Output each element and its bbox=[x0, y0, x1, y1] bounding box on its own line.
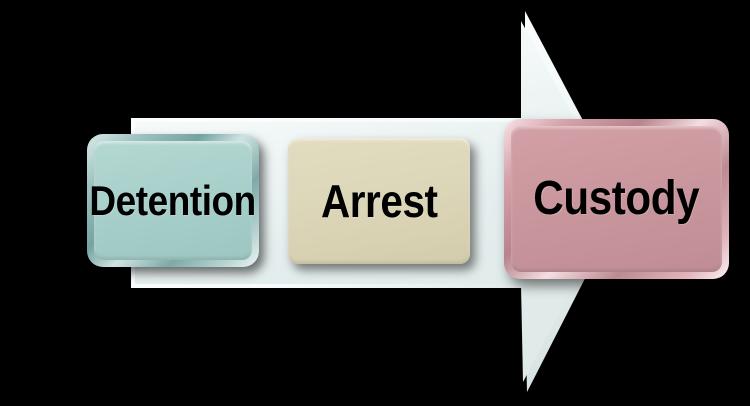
step-face bbox=[94, 141, 252, 260]
process-step-custody[interactable]: Custody bbox=[504, 119, 729, 279]
step-face bbox=[288, 138, 470, 264]
process-step-arrest[interactable]: Arrest bbox=[281, 131, 477, 271]
step-face bbox=[511, 126, 722, 272]
process-step-label: Custody bbox=[533, 172, 700, 225]
process-step-label: Detention bbox=[89, 176, 257, 224]
process-step-detention[interactable]: Detention bbox=[87, 134, 259, 267]
process-step-label: Arrest bbox=[320, 175, 438, 227]
